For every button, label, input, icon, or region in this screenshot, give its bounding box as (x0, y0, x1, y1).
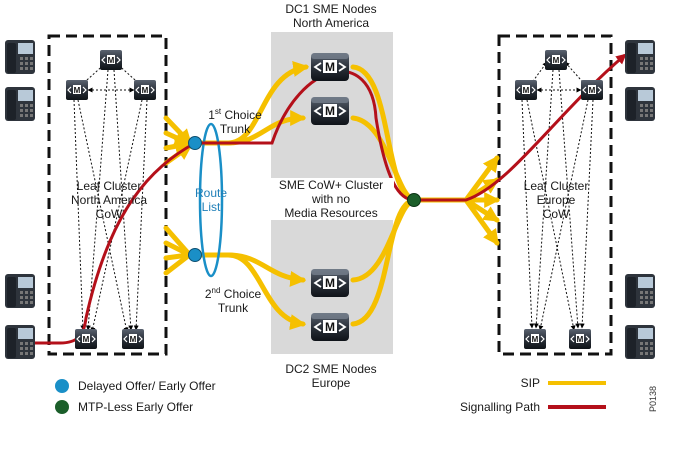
trunk1-line2: Trunk (219, 122, 251, 136)
figure-id: P0138 (648, 385, 658, 412)
legend-mtp-less-dot (55, 400, 69, 414)
trunk2-suffix: nd (211, 286, 221, 295)
leaf-na-line1: Leaf Cluster (76, 179, 142, 193)
route-list-line1: Route (194, 186, 228, 200)
dc2-title: DC2 SME Nodes (285, 362, 377, 376)
route-list-label: Route List (188, 186, 234, 214)
eu-leaf-node-top-icon (544, 49, 568, 71)
na-leaf-node-bottom-left-icon (74, 328, 98, 350)
center-cluster-line1: SME CoW+ Cluster (278, 178, 384, 192)
trunk1-offer-dot (188, 136, 202, 150)
trunk2-label: 2nd Choice Trunk (197, 284, 269, 315)
legend-sip-text: SIP (520, 376, 540, 390)
ip-phone-icon (5, 325, 35, 359)
center-cluster-line3: Media Resources (284, 206, 378, 220)
trunk1-label: 1st Choice Trunk (200, 105, 270, 136)
dc2-sme-node-2-icon (310, 312, 350, 342)
leaf-na-line2: North America (70, 193, 148, 207)
dc1-region: North America (292, 16, 370, 30)
leaf-eu-line2: Europe (536, 193, 576, 207)
ip-phone-icon (625, 274, 655, 308)
leaf-cluster-na-box (47, 34, 168, 356)
route-list-line2: List (201, 200, 221, 214)
legend-signalling-text: Signalling Path (459, 400, 540, 414)
ip-phone-icon (5, 87, 35, 121)
ip-phone-icon (5, 40, 35, 74)
leaf-eu-label: Leaf Cluster Europe CoW (508, 179, 604, 221)
eu-leaf-node-bottom-right-icon (568, 328, 592, 350)
trunk2-offer-dot (188, 248, 202, 262)
signalling-path (12, 53, 627, 345)
trunk2-line2: Trunk (217, 301, 249, 315)
center-cluster-line2: with no (311, 192, 351, 206)
dc2-sme-node-1-icon (310, 268, 350, 298)
dc1-sme-node-2-icon (310, 96, 350, 126)
na-leaf-node-top-icon (99, 49, 123, 71)
leaf-eu-line3: CoW (542, 207, 570, 221)
center-cluster-label: SME CoW+ Cluster with no Media Resources (268, 178, 394, 220)
na-leaf-node-right-icon (133, 79, 157, 101)
legend-delayed-offer-dot (55, 379, 69, 393)
na-leaf-node-left-icon (65, 79, 89, 101)
dc2-region: Europe (311, 376, 351, 390)
dc1-label: DC1 SME Nodes North America (272, 2, 390, 30)
eu-leaf-node-left-icon (514, 79, 538, 101)
trunk2-ordinal: 2 (204, 287, 212, 301)
legend-mtp-less-text: MTP-Less Early Offer (78, 400, 194, 414)
trunk2-word: Choice (223, 287, 262, 301)
leaf-na-line3: CoW (95, 207, 123, 221)
legend-delayed-offer-text: Delayed Offer/ Early Offer (78, 379, 216, 393)
leaf-eu-line1: Leaf Cluster (523, 179, 589, 193)
trunk1-suffix: st (214, 107, 222, 116)
na-leaf-node-bottom-right-icon (121, 328, 145, 350)
dc1-title: DC1 SME Nodes (285, 2, 377, 16)
dc1-sme-node-1-icon (310, 52, 350, 82)
ip-phone-icon (625, 40, 655, 74)
ip-phone-icon (5, 274, 35, 308)
ip-phone-icon (625, 87, 655, 121)
trunk1-word: Choice (224, 108, 262, 122)
route-list-ellipse (198, 122, 224, 278)
leaf-na-label: Leaf Cluster North America CoW (61, 179, 157, 221)
sme-mtp-less-dot (407, 193, 421, 207)
eu-leaf-node-bottom-left-icon (523, 328, 547, 350)
ip-phone-icon (625, 325, 655, 359)
eu-leaf-node-right-icon (580, 79, 604, 101)
dc2-label: DC2 SME Nodes Europe (272, 362, 390, 390)
trunk1-ordinal: 1 (208, 108, 215, 122)
